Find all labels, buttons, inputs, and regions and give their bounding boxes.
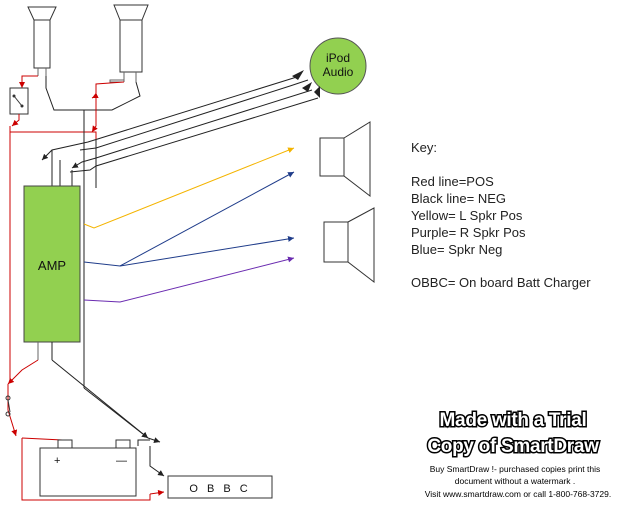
ipod-label-line2: Audio xyxy=(323,65,354,79)
ipod-signal-lines xyxy=(41,75,319,388)
fuse xyxy=(5,395,11,417)
watermark-note2: document without a watermark . xyxy=(455,476,575,486)
key-title: Key: xyxy=(411,140,437,155)
key-line-5: Blue= Spkr Neg xyxy=(411,242,502,257)
speaker-upper xyxy=(319,121,371,198)
horn-right xyxy=(113,4,149,82)
red-main-line xyxy=(9,126,97,380)
horn-left xyxy=(27,6,57,76)
key-line-7: OBBC= On board Batt Charger xyxy=(411,275,591,290)
obbc-label: O B B C xyxy=(189,483,250,495)
ipod-node: iPod Audio xyxy=(292,37,367,98)
battery-plus: + xyxy=(54,455,60,467)
battery: + — xyxy=(39,439,137,497)
watermark-note3: Visit www.smartdraw.com or call 1-800-76… xyxy=(425,489,611,499)
ipod-label-line1: iPod xyxy=(326,51,350,65)
obbc-box: O B B C xyxy=(167,475,273,499)
key-line-2: Black line= NEG xyxy=(411,191,506,206)
trial-watermark: Made with a Trial Copy of SmartDraw Buy … xyxy=(425,409,611,500)
key-line-3: Yellow= L Spkr Pos xyxy=(411,208,523,223)
speaker-wires xyxy=(83,147,295,303)
amp-box: AMP xyxy=(23,185,81,360)
speaker-lower xyxy=(323,207,375,284)
horn-wires xyxy=(19,75,141,133)
key-line-1: Red line=POS xyxy=(411,174,494,189)
lower-wiring xyxy=(7,359,165,501)
battery-minus: — xyxy=(116,455,127,467)
switch xyxy=(9,87,29,127)
key-line-4: Purple= R Spkr Pos xyxy=(411,225,526,240)
amp-label: AMP xyxy=(38,258,66,273)
watermark-line2: Copy of SmartDraw xyxy=(427,436,599,457)
watermark-note1: Buy SmartDraw !- purchased copies print … xyxy=(430,464,601,474)
watermark-line1: Made with a Trial xyxy=(440,410,587,431)
key-legend: Key: Red line=POS Black line= NEG Yellow… xyxy=(411,140,591,290)
